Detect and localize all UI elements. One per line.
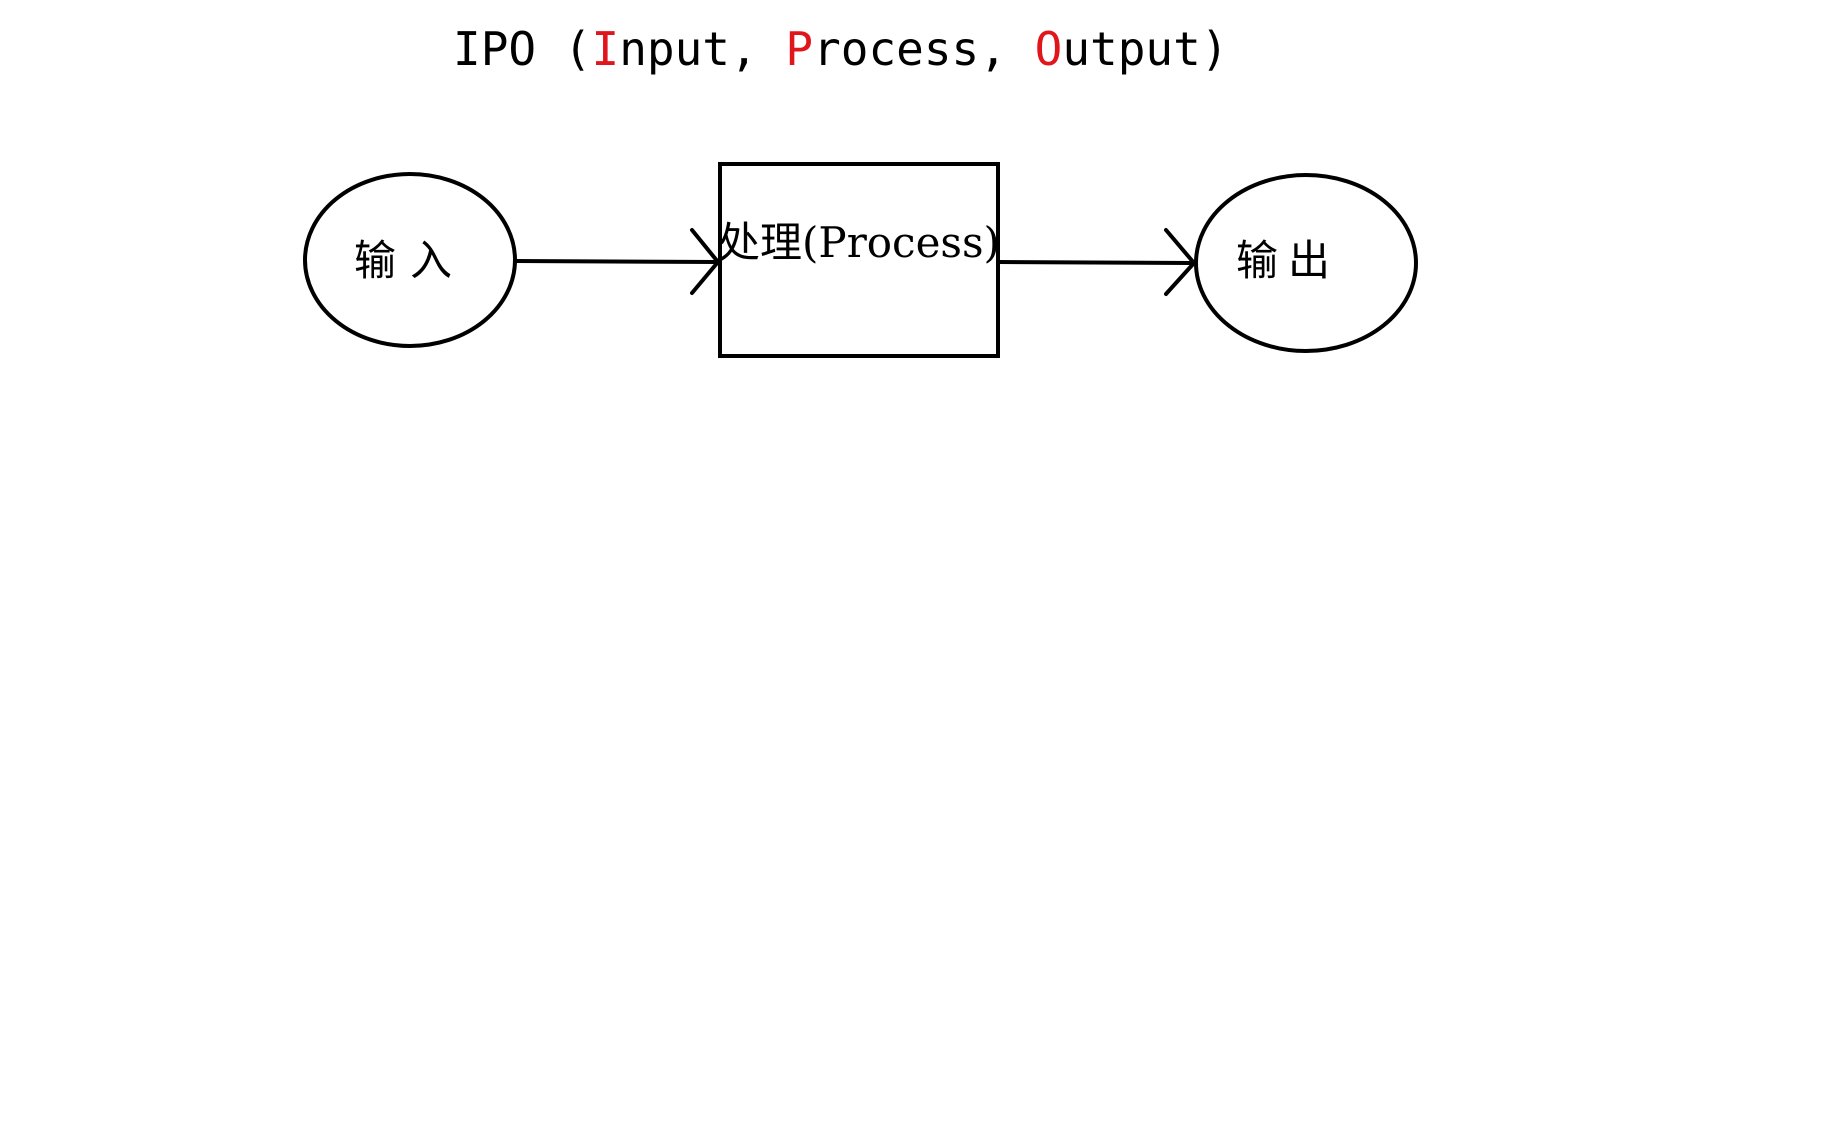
- process-rectangle: [718, 162, 1000, 358]
- edge-process-to-output: [996, 228, 1196, 296]
- title-prefix: IPO (: [453, 22, 591, 76]
- edge-process-to-output-line: [996, 260, 1194, 265]
- title-letter-p: P: [785, 22, 813, 76]
- title-output-rest: utput): [1062, 22, 1228, 76]
- edge-input-to-process-line: [513, 259, 718, 264]
- output-label: 输出: [1236, 236, 1340, 285]
- output-ellipse: [1194, 173, 1418, 353]
- title-input-rest: nput,: [619, 22, 785, 76]
- title-letter-o: O: [1035, 22, 1063, 76]
- process-label: 处理(Process): [718, 218, 1000, 267]
- output-node: 输出: [1194, 173, 1418, 353]
- process-node: 处理(Process): [718, 162, 1000, 358]
- edge-input-to-process: [513, 228, 720, 295]
- title-process-rest: rocess,: [813, 22, 1035, 76]
- title-letter-i: I: [591, 22, 619, 76]
- input-label: 输入: [354, 236, 466, 285]
- diagram-title: IPO (Input, Process, Output): [453, 22, 1229, 76]
- input-node: 输入: [303, 172, 517, 348]
